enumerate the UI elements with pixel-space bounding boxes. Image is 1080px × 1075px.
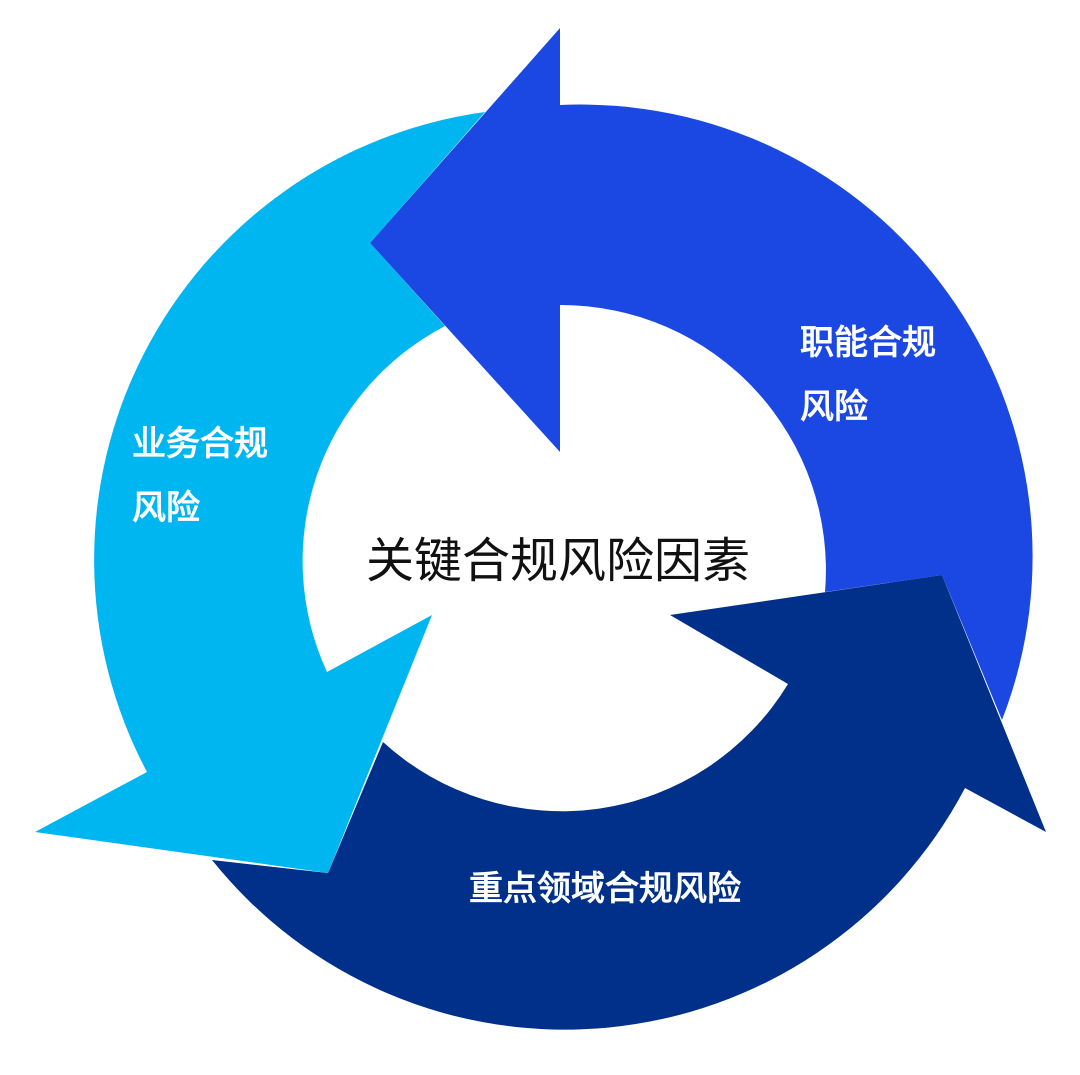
business-risk-label-line-1: 业务合规 xyxy=(132,424,268,464)
key-area-risk-arrow xyxy=(212,575,1046,1030)
business-risk-label: 业务合规 风险 xyxy=(132,424,280,528)
functional-risk-label: 职能合规 风险 xyxy=(800,323,948,427)
functional-risk-arrow xyxy=(370,28,1033,720)
business-risk-label-line-2: 风险 xyxy=(132,488,201,528)
center-title: 关键合规风险因素 xyxy=(366,533,750,589)
key-area-risk-label-line-1: 重点领域合规风险 xyxy=(469,869,742,909)
key-area-risk-label: 重点领域合规风险 xyxy=(469,869,742,909)
business-risk-arrow xyxy=(35,112,485,873)
functional-risk-label-line-2: 风险 xyxy=(800,387,869,427)
functional-risk-label-line-1: 职能合规 xyxy=(800,323,936,363)
